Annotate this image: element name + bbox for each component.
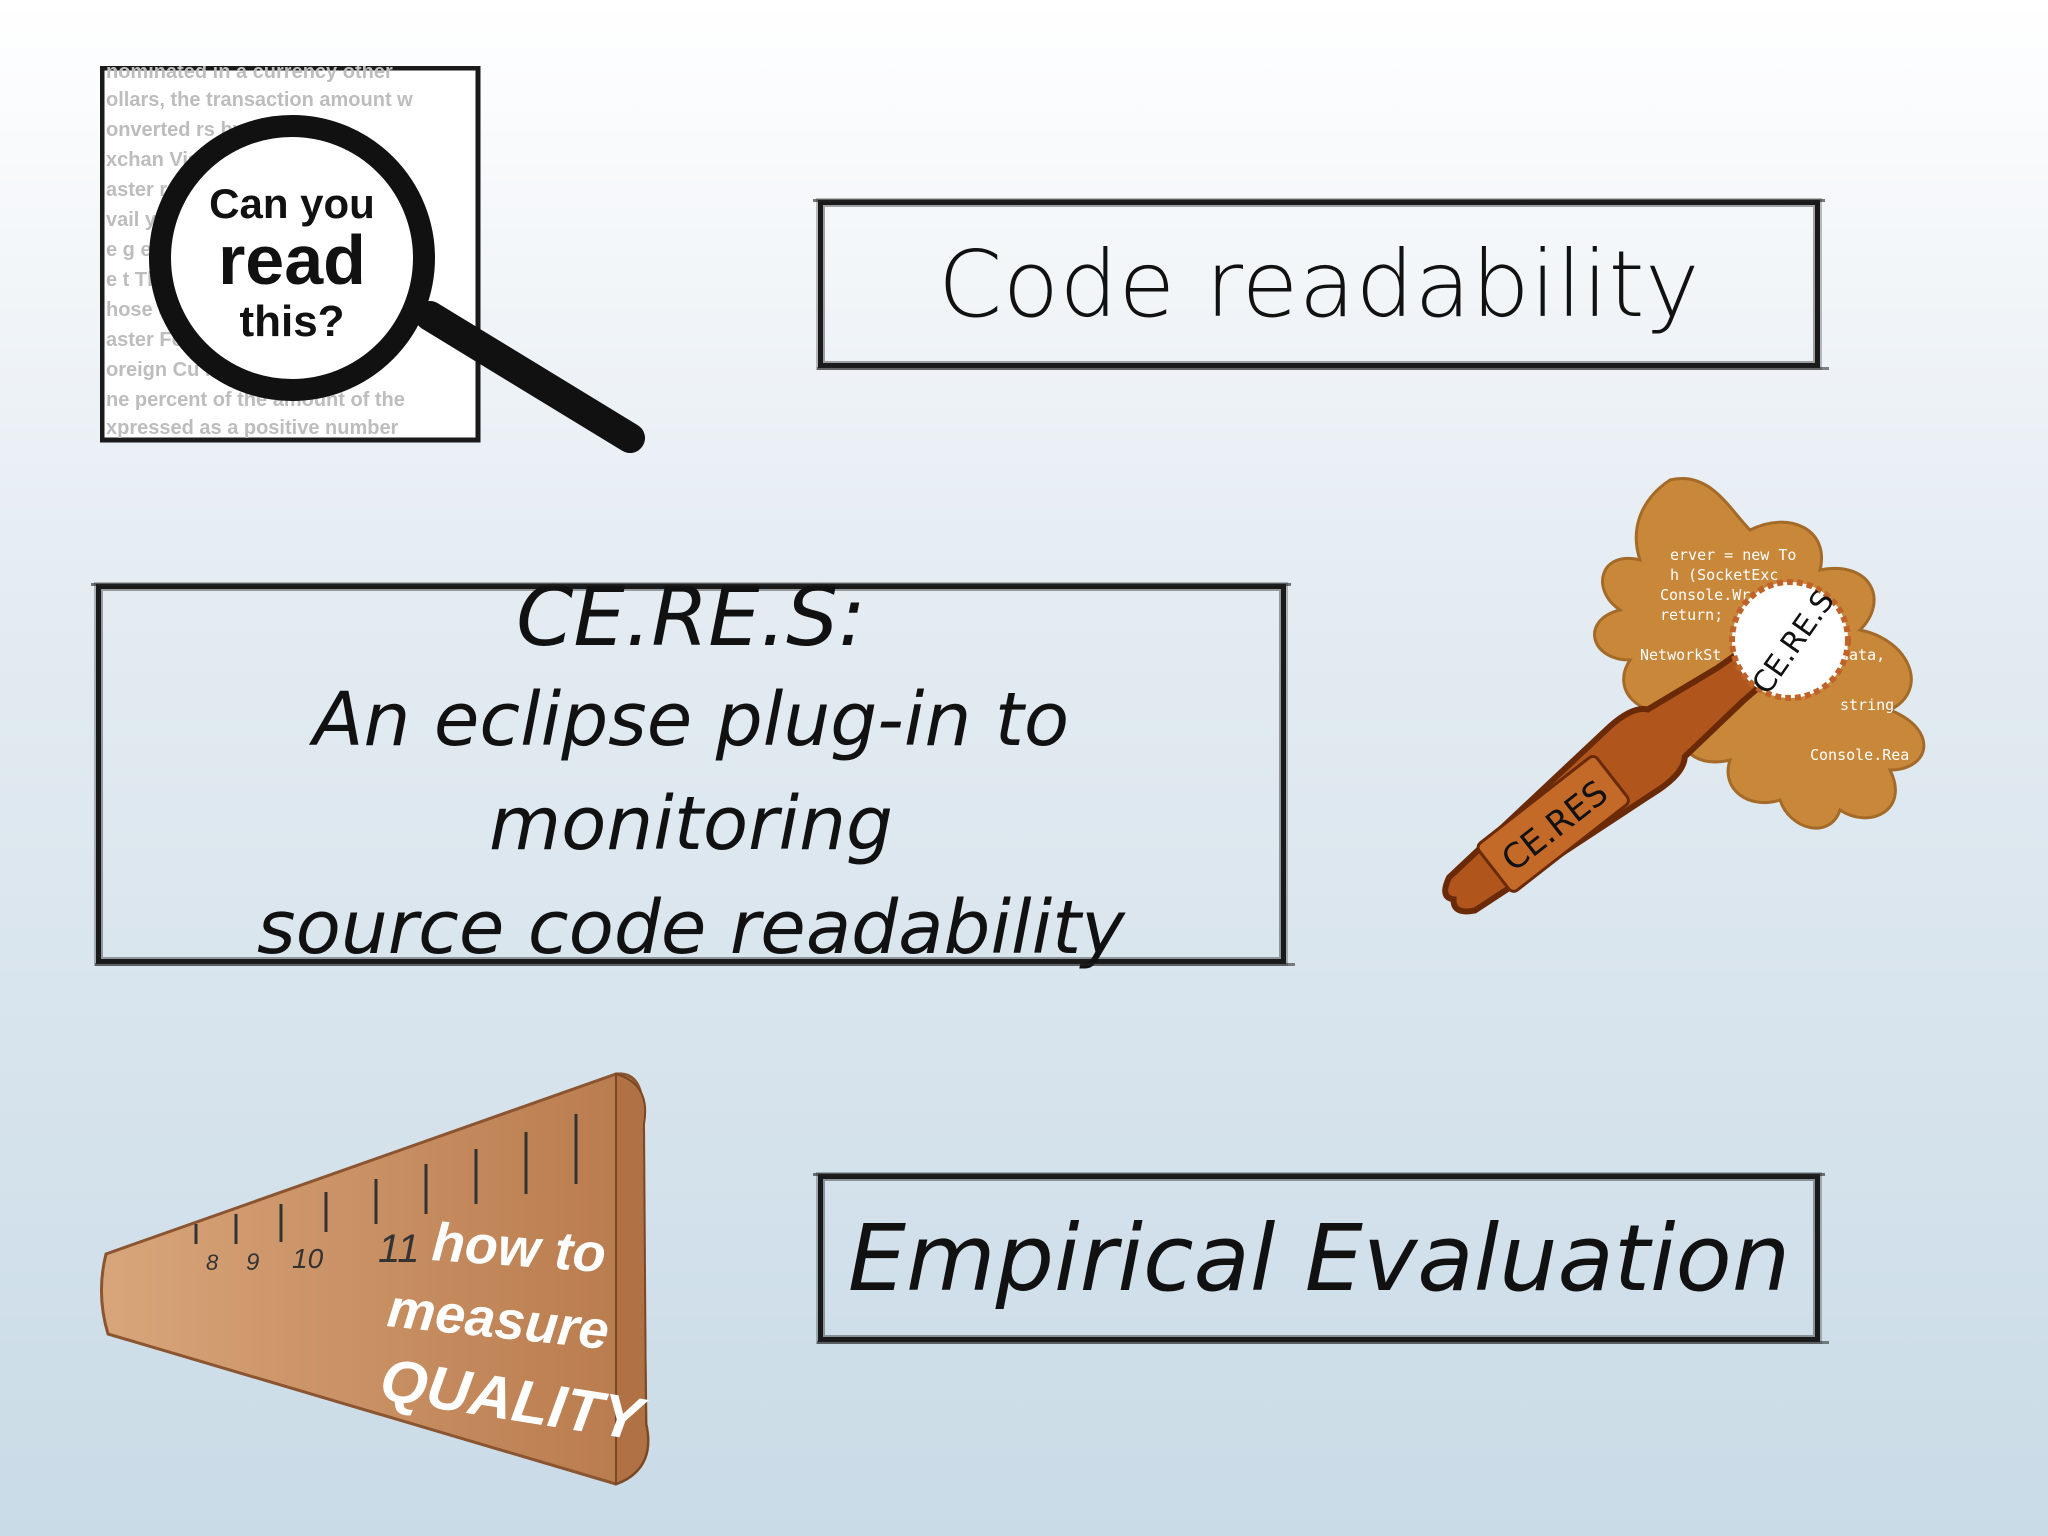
code-fragment: return;: [1660, 606, 1723, 624]
ruler-line1: how to: [430, 1212, 608, 1284]
code-fragment: h (SocketExc: [1670, 566, 1778, 584]
magnifier-line2: read: [218, 221, 366, 299]
code-fragment: NetworkSt: [1640, 646, 1721, 664]
code-fragment: erver = new To: [1670, 546, 1796, 564]
ceres-title: CE.RE.S:: [516, 570, 866, 665]
page-text-line: aster Fo: [106, 329, 184, 351]
empirical-evaluation-box: Empirical Evaluation: [813, 1173, 1829, 1344]
code-fragment: Console.Rea: [1810, 746, 1909, 764]
code-fragment: data,: [1840, 646, 1885, 664]
ceres-subtitle-line2: source code readability: [257, 885, 1125, 971]
page-text-line: nominated in a currency other: [106, 66, 393, 83]
ceres-bottle-illustration: erver = new To h (SocketExc Console.Wr r…: [1442, 476, 1926, 915]
magnifier-line1: Can you: [209, 180, 375, 227]
magnifier-illustration: nominated in a currency other ollars, th…: [100, 66, 645, 453]
bottle-cap: [1729, 579, 1851, 701]
ruler-number: 10: [292, 1243, 324, 1274]
ruler-edge: [615, 1072, 649, 1486]
magnifier-line3: this?: [239, 297, 344, 346]
page-text-line: xpressed as a positive number: [106, 417, 399, 439]
ruler-number: 9: [246, 1249, 259, 1276]
code-readability-box: Code readability: [813, 199, 1829, 370]
code-fragment: Console.Wr: [1660, 586, 1750, 604]
empirical-evaluation-title: Empirical Evaluation: [847, 1204, 1791, 1312]
ceres-subtitle-line1: An eclipse plug-in to monitoring: [312, 677, 1070, 867]
ruler-illustration: 8 9 10 11 how to measure QUALITY: [100, 1072, 651, 1486]
page-text-line: ollars, the transaction amount w: [106, 89, 413, 111]
code-fragment: string: [1840, 696, 1894, 714]
ruler-number: 11: [378, 1227, 420, 1271]
ceres-title-box: CE.RE.S: An eclipse plug-in to monitorin…: [91, 570, 1295, 971]
code-readability-title: Code readability: [938, 230, 1700, 338]
bottle-label: [1476, 755, 1630, 893]
ruler-number: 8: [206, 1250, 219, 1275]
